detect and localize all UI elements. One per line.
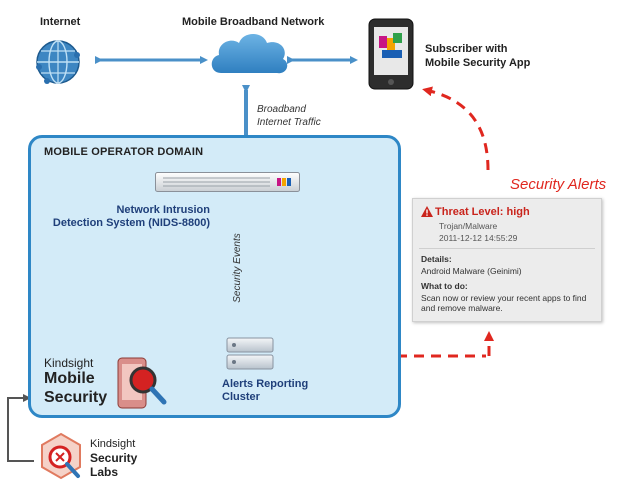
mobile-security-logo-icon xyxy=(114,356,172,410)
domain-title: MOBILE OPERATOR DOMAIN xyxy=(44,146,204,158)
labs-connector xyxy=(7,394,34,462)
todo-text: Scan now or review your recent apps to f… xyxy=(421,293,587,313)
mobile-broadband-label: Mobile Broadband Network xyxy=(182,16,325,28)
security-labs-logo-icon xyxy=(36,432,86,482)
smartphone-icon xyxy=(368,18,414,90)
nids-label-line2: Detection System (NIDS-8800) xyxy=(52,217,210,229)
cloud-icon xyxy=(207,27,291,79)
todo-heading: What to do: xyxy=(421,281,468,291)
threat-type: Trojan/Malware xyxy=(439,221,498,231)
brand-labs-line3: Labs xyxy=(90,465,119,479)
internet-label: Internet xyxy=(40,16,81,28)
alerts-cluster-label-line2: Cluster xyxy=(222,391,260,403)
brand-labs-line1: Kindsight xyxy=(90,438,136,450)
warning-icon xyxy=(421,206,433,217)
nids-label-line1: Network Intrusion xyxy=(116,204,210,216)
threat-alert-card: Threat Level: high Trojan/Malware 2011-1… xyxy=(412,198,602,322)
brand-mobile-line2: Mobile xyxy=(44,370,95,387)
threat-level-title: Threat Level: high xyxy=(435,206,530,218)
server-cluster-icon xyxy=(226,337,274,371)
subscriber-label-line2: Mobile Security App xyxy=(425,57,531,69)
subscriber-label-line1: Subscriber with xyxy=(425,43,508,55)
threat-timestamp: 2011-12-12 14:55:29 xyxy=(439,233,518,243)
security-events-label: Security Events xyxy=(232,233,243,303)
globe-icon xyxy=(33,37,83,87)
broadband-label-line2: Internet Traffic xyxy=(257,117,321,128)
alerts-cluster-label-line1: Alerts Reporting xyxy=(222,378,309,390)
security-alerts-label: Security Alerts xyxy=(510,176,607,193)
details-text: Android Malware (Geinimi) xyxy=(421,266,522,276)
brand-labs-line2: Security xyxy=(90,451,138,465)
brand-mobile-line1: Kindsight xyxy=(44,356,94,370)
card-divider xyxy=(419,248,595,249)
details-heading: Details: xyxy=(421,254,452,264)
brand-mobile-line3: Security xyxy=(44,389,108,406)
broadband-label-line1: Broadband xyxy=(257,104,306,115)
nids-appliance-icon xyxy=(155,172,300,192)
